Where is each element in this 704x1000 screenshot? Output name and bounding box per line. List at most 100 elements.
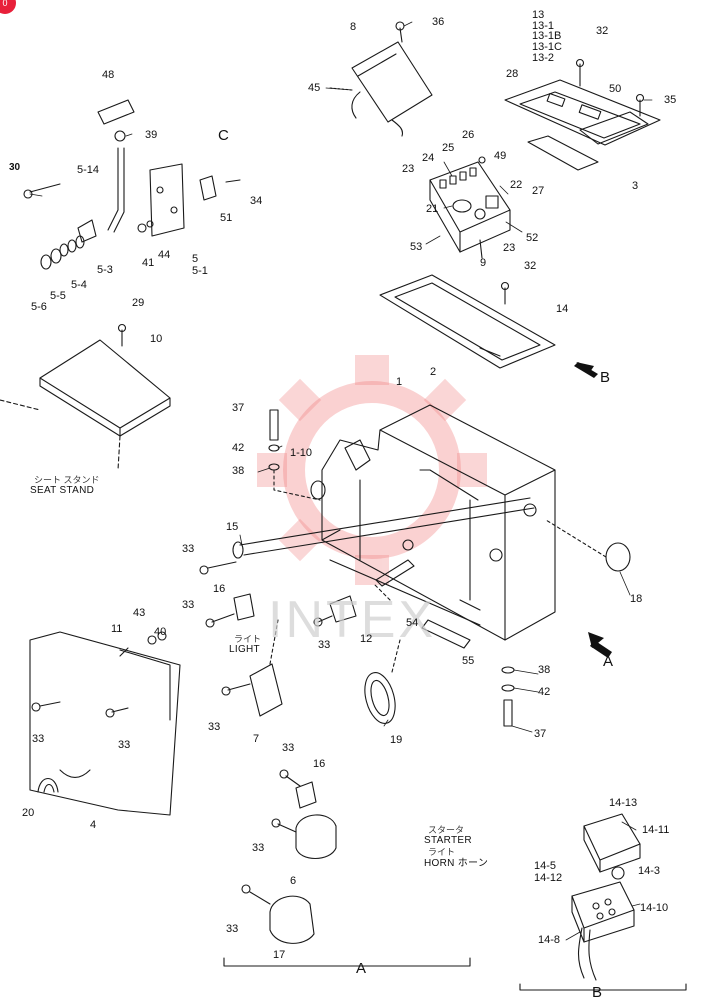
part-label-5-4: 5-4 [71, 279, 87, 291]
part-label-14-13: 14-13 [609, 797, 638, 809]
part-label-41: 41 [142, 257, 155, 269]
part-label-14-5: 14-5 [534, 860, 557, 872]
corner-badge: 0 [0, 0, 16, 14]
part-label-13: 13 [532, 9, 545, 21]
part-label-16a: 16 [213, 583, 226, 595]
part-label-3: 3 [632, 180, 639, 192]
part-label-27: 27 [532, 185, 545, 197]
part-label-17: 17 [273, 949, 286, 961]
part-label-37a: 37 [232, 402, 245, 414]
part-label-13-1: 13-1 [532, 20, 555, 32]
part-label-5-6: 5-6 [31, 301, 47, 313]
part-label-24: 24 [422, 152, 435, 164]
part-label-33e: 33 [118, 739, 131, 751]
lever-assembly-5 [23, 99, 241, 270]
part-label-43: 43 [133, 607, 146, 619]
part-label-20: 20 [22, 807, 35, 819]
part-label-33c: 33 [318, 639, 331, 651]
part-label-38b: 38 [538, 664, 551, 676]
rail-55 [421, 619, 471, 649]
part-label-33d: 33 [32, 733, 45, 745]
part-label-32b: 32 [524, 260, 537, 272]
part-label-14-11: 14-11 [642, 824, 670, 836]
view-label-c: C [218, 127, 229, 144]
part-label-4: 4 [90, 819, 97, 831]
part-label-45: 45 [308, 82, 321, 94]
part-label-53: 53 [410, 241, 423, 253]
part-label-50: 50 [609, 83, 622, 95]
leader-lines [29, 21, 653, 941]
part-label-15: 15 [226, 521, 239, 533]
bolt-set-lower [501, 666, 515, 727]
starter-label: STARTER [424, 835, 472, 846]
part-label-6: 6 [290, 875, 297, 887]
part-label-7: 7 [253, 733, 260, 745]
part-label-48: 48 [102, 69, 115, 81]
part-label-5: 5 [192, 253, 199, 265]
light-label: LIGHT [229, 644, 260, 655]
part-label-13-1c: 13-1C [532, 41, 562, 53]
part-label-35: 35 [664, 94, 677, 106]
part-label-25: 25 [442, 142, 455, 154]
watermark-text: INTEX [268, 591, 437, 649]
part-label-23a: 23 [402, 163, 415, 175]
watermark-gear [283, 381, 461, 559]
part-label-42a: 42 [232, 442, 245, 454]
part-label-10: 10 [150, 333, 163, 345]
view-arrow-b [574, 362, 598, 378]
detail-label-b: B [592, 984, 603, 1000]
part-label-13-2: 13-2 [532, 52, 555, 64]
part-label-38a: 38 [232, 465, 245, 477]
part-label-28: 28 [506, 68, 519, 80]
part-label-34: 34 [250, 195, 263, 207]
seat-stand-label: SEAT STAND [30, 485, 95, 496]
part-label-14-10: 14-10 [640, 902, 669, 914]
light-bracket-16 [205, 593, 255, 628]
part-label-33a: 33 [182, 543, 195, 555]
seat-stand-jp-label: シート スタンド [34, 475, 100, 485]
part-label-33i: 33 [226, 923, 239, 935]
panel-plate-32 [504, 58, 661, 171]
part-label-55: 55 [462, 655, 475, 667]
part-label-49: 49 [494, 150, 507, 162]
part-label-32a: 32 [596, 25, 609, 37]
view-label-a: A [603, 653, 614, 670]
part-label-14-8: 14-8 [538, 934, 561, 946]
part-label-12: 12 [360, 633, 373, 645]
part-label-42b: 42 [538, 686, 551, 698]
part-label-18: 18 [630, 593, 643, 605]
part-label-8: 8 [350, 21, 357, 33]
part-label-14: 14 [556, 303, 569, 315]
part-label-44: 44 [158, 249, 171, 261]
part-label-39: 39 [145, 129, 158, 141]
part-label-13-1b: 13-1B [532, 30, 562, 42]
part-label-2: 2 [430, 366, 437, 378]
part-label-36: 36 [432, 16, 445, 28]
light-jp-label-2: ライト [428, 847, 456, 857]
part-label-1-10: 1-10 [290, 447, 313, 459]
part-label-33b: 33 [182, 599, 195, 611]
part-label-54: 54 [406, 617, 419, 629]
view-arrow-a [588, 632, 612, 658]
rail-54 [373, 559, 415, 601]
relay-7 [221, 619, 283, 717]
switch-panel-9 [429, 156, 511, 259]
part-label-40: 40 [154, 626, 167, 638]
floor-frame-14 [379, 274, 556, 369]
shaft-15 [199, 497, 535, 575]
detail-b-connector [519, 813, 687, 991]
part-label-26: 26 [462, 129, 475, 141]
part-label-33g: 33 [282, 742, 295, 754]
part-label-1: 1 [396, 376, 403, 388]
bracket-12 [313, 595, 357, 627]
part-label-14-3: 14-3 [638, 865, 661, 877]
part-label-33h: 33 [252, 842, 265, 854]
part-label-37b: 37 [534, 728, 547, 740]
part-label-29: 29 [132, 297, 145, 309]
part-label-11: 11 [111, 623, 123, 635]
horn-label: HORN ホーン [424, 858, 489, 869]
seat-stand-bracket-10 [0, 323, 171, 471]
part-label-5-3: 5-3 [97, 264, 113, 276]
starter-jp-label: スタータ [428, 825, 465, 835]
part-label-16b: 16 [313, 758, 326, 770]
